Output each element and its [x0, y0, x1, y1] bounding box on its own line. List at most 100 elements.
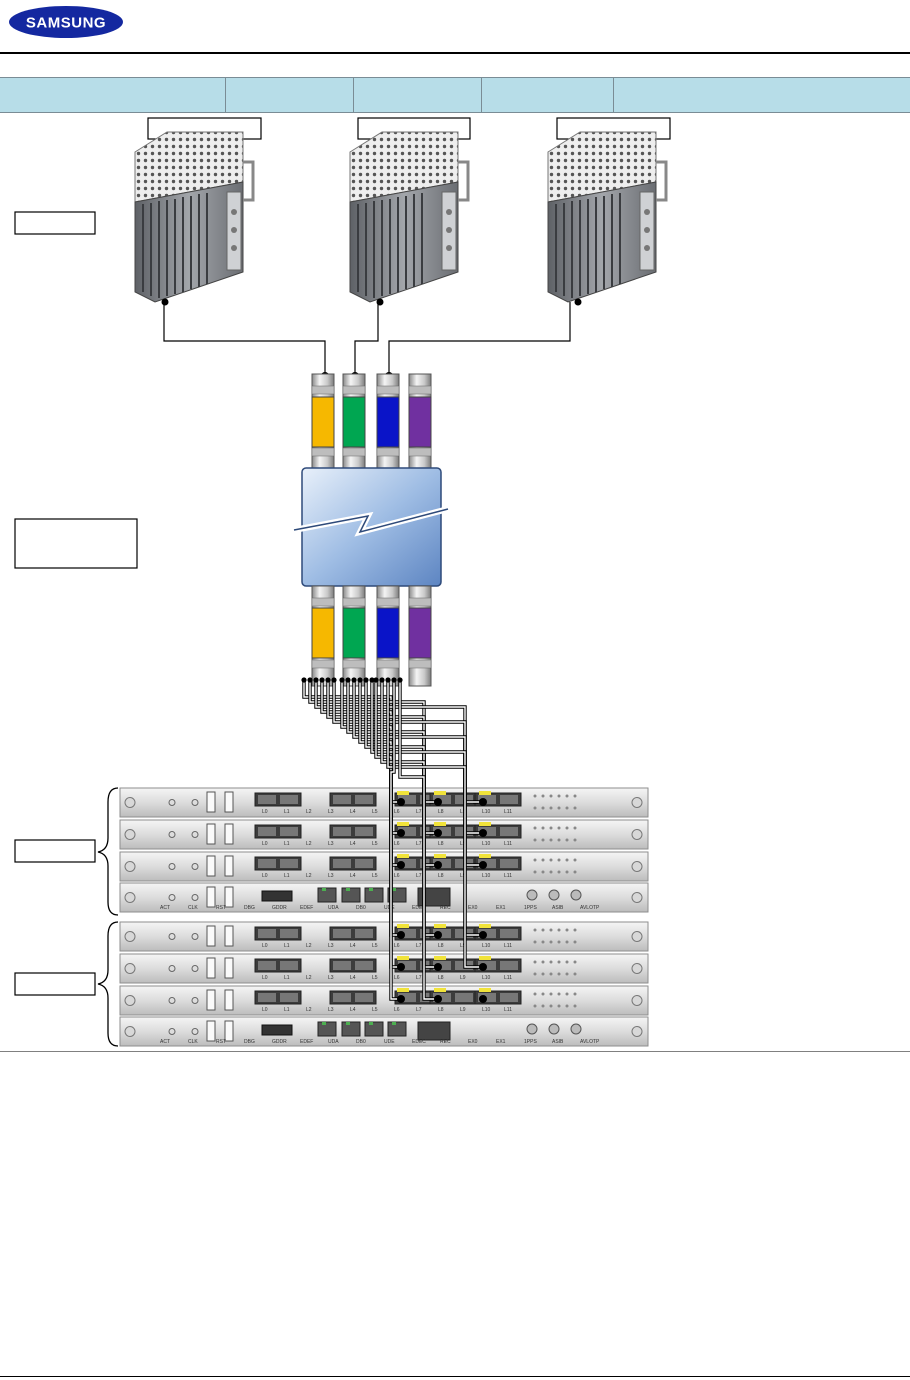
mux-filter-top-4 — [408, 396, 432, 448]
svg-text:L3: L3 — [328, 873, 334, 879]
header-cell-5 — [614, 78, 910, 112]
svg-text:L2: L2 — [306, 975, 312, 981]
svg-text:L1: L1 — [284, 873, 290, 879]
footer-rule — [0, 1376, 910, 1377]
svg-text:EX0: EX0 — [468, 905, 478, 911]
header-cell-2 — [226, 78, 354, 112]
svg-text:L5: L5 — [372, 841, 378, 847]
svg-text:L11: L11 — [504, 873, 512, 879]
svg-text:L10: L10 — [482, 841, 491, 847]
svg-text:L10: L10 — [482, 809, 491, 815]
svg-text:L9: L9 — [460, 809, 466, 815]
svg-text:L3: L3 — [328, 841, 334, 847]
svg-text:L2: L2 — [306, 841, 312, 847]
svg-text:L1: L1 — [284, 975, 290, 981]
svg-text:EDEF: EDEF — [300, 1039, 313, 1045]
svg-text:L3: L3 — [328, 975, 334, 981]
svg-text:L5: L5 — [372, 873, 378, 879]
svg-text:L8: L8 — [438, 1007, 444, 1013]
svg-text:L1: L1 — [284, 943, 290, 949]
label-box-mux-side — [14, 518, 138, 569]
svg-text:L0: L0 — [262, 1007, 268, 1013]
header-cell-3 — [354, 78, 482, 112]
svg-text:L7: L7 — [416, 809, 422, 815]
svg-text:CLK: CLK — [188, 1039, 198, 1045]
svg-text:L11: L11 — [504, 1007, 512, 1013]
svg-text:L0: L0 — [262, 809, 268, 815]
svg-text:EX1: EX1 — [496, 1039, 506, 1045]
header-cell-1 — [0, 78, 226, 112]
mux-filter-bottom-3 — [376, 607, 400, 659]
svg-text:L9: L9 — [460, 873, 466, 879]
mux-filter-bottom-4 — [408, 607, 432, 659]
svg-text:L4: L4 — [350, 943, 356, 949]
header-rule — [0, 52, 910, 54]
svg-text:L0: L0 — [262, 943, 268, 949]
svg-text:L11: L11 — [504, 809, 512, 815]
table-header-bar — [0, 77, 910, 113]
fiber-bundle — [301, 677, 491, 1003]
svg-text:UDE: UDE — [384, 1039, 395, 1045]
svg-text:L6: L6 — [394, 975, 400, 981]
svg-text:L7: L7 — [416, 943, 422, 949]
svg-text:L0: L0 — [262, 975, 268, 981]
header-cell-4 — [482, 78, 614, 112]
svg-text:L3: L3 — [328, 1007, 334, 1013]
svg-text:AVLOTP: AVLOTP — [580, 905, 600, 911]
svg-text:L3: L3 — [328, 943, 334, 949]
svg-text:L8: L8 — [438, 873, 444, 879]
svg-text:DB0: DB0 — [356, 1039, 366, 1045]
svg-text:GDDR: GDDR — [272, 1039, 287, 1045]
svg-text:REC: REC — [440, 905, 451, 911]
svg-text:L6: L6 — [394, 873, 400, 879]
mux-filter-top-1 — [311, 396, 335, 448]
rru-to-mux-cables — [163, 302, 571, 376]
svg-text:ASIB: ASIB — [552, 905, 564, 911]
label-box-shelf-1 — [14, 839, 96, 863]
svg-text:L4: L4 — [350, 1007, 356, 1013]
svg-text:1PPS: 1PPS — [524, 1039, 537, 1045]
svg-text:ACT: ACT — [160, 1039, 170, 1045]
svg-text:L5: L5 — [372, 975, 378, 981]
svg-text:UDA: UDA — [328, 905, 339, 911]
svg-text:L10: L10 — [482, 975, 491, 981]
svg-text:L6: L6 — [394, 1007, 400, 1013]
svg-text:L4: L4 — [350, 975, 356, 981]
svg-text:L10: L10 — [482, 873, 491, 879]
svg-text:L6: L6 — [394, 809, 400, 815]
samsung-logo-text: SAMSUNG — [26, 15, 106, 32]
svg-text:L7: L7 — [416, 873, 422, 879]
shelf-2-brace — [97, 921, 119, 1047]
svg-text:L1: L1 — [284, 841, 290, 847]
svg-text:UDA: UDA — [328, 1039, 339, 1045]
svg-text:L8: L8 — [438, 943, 444, 949]
mux-filter-bottom-1 — [311, 607, 335, 659]
svg-text:L4: L4 — [350, 873, 356, 879]
svg-text:L2: L2 — [306, 873, 312, 879]
radio-unit-2 — [348, 130, 470, 307]
label-box-shelf-2 — [14, 972, 96, 996]
samsung-logo: SAMSUNG — [9, 6, 123, 38]
svg-text:L0: L0 — [262, 873, 268, 879]
svg-text:L7: L7 — [416, 1007, 422, 1013]
svg-text:L10: L10 — [482, 1007, 491, 1013]
svg-text:EX1: EX1 — [496, 905, 506, 911]
mux-lightning — [293, 508, 449, 534]
shelf-1-brace — [97, 787, 119, 916]
svg-text:L7: L7 — [416, 975, 422, 981]
svg-text:L7: L7 — [416, 841, 422, 847]
svg-text:L2: L2 — [306, 1007, 312, 1013]
svg-text:L5: L5 — [372, 809, 378, 815]
svg-text:L11: L11 — [504, 943, 512, 949]
radio-unit-3 — [546, 130, 668, 307]
svg-text:ACT: ACT — [160, 905, 170, 911]
svg-text:L8: L8 — [438, 809, 444, 815]
svg-text:L9: L9 — [460, 1007, 466, 1013]
radio-unit-1 — [133, 130, 255, 307]
svg-text:EDEC: EDEC — [412, 1039, 426, 1045]
